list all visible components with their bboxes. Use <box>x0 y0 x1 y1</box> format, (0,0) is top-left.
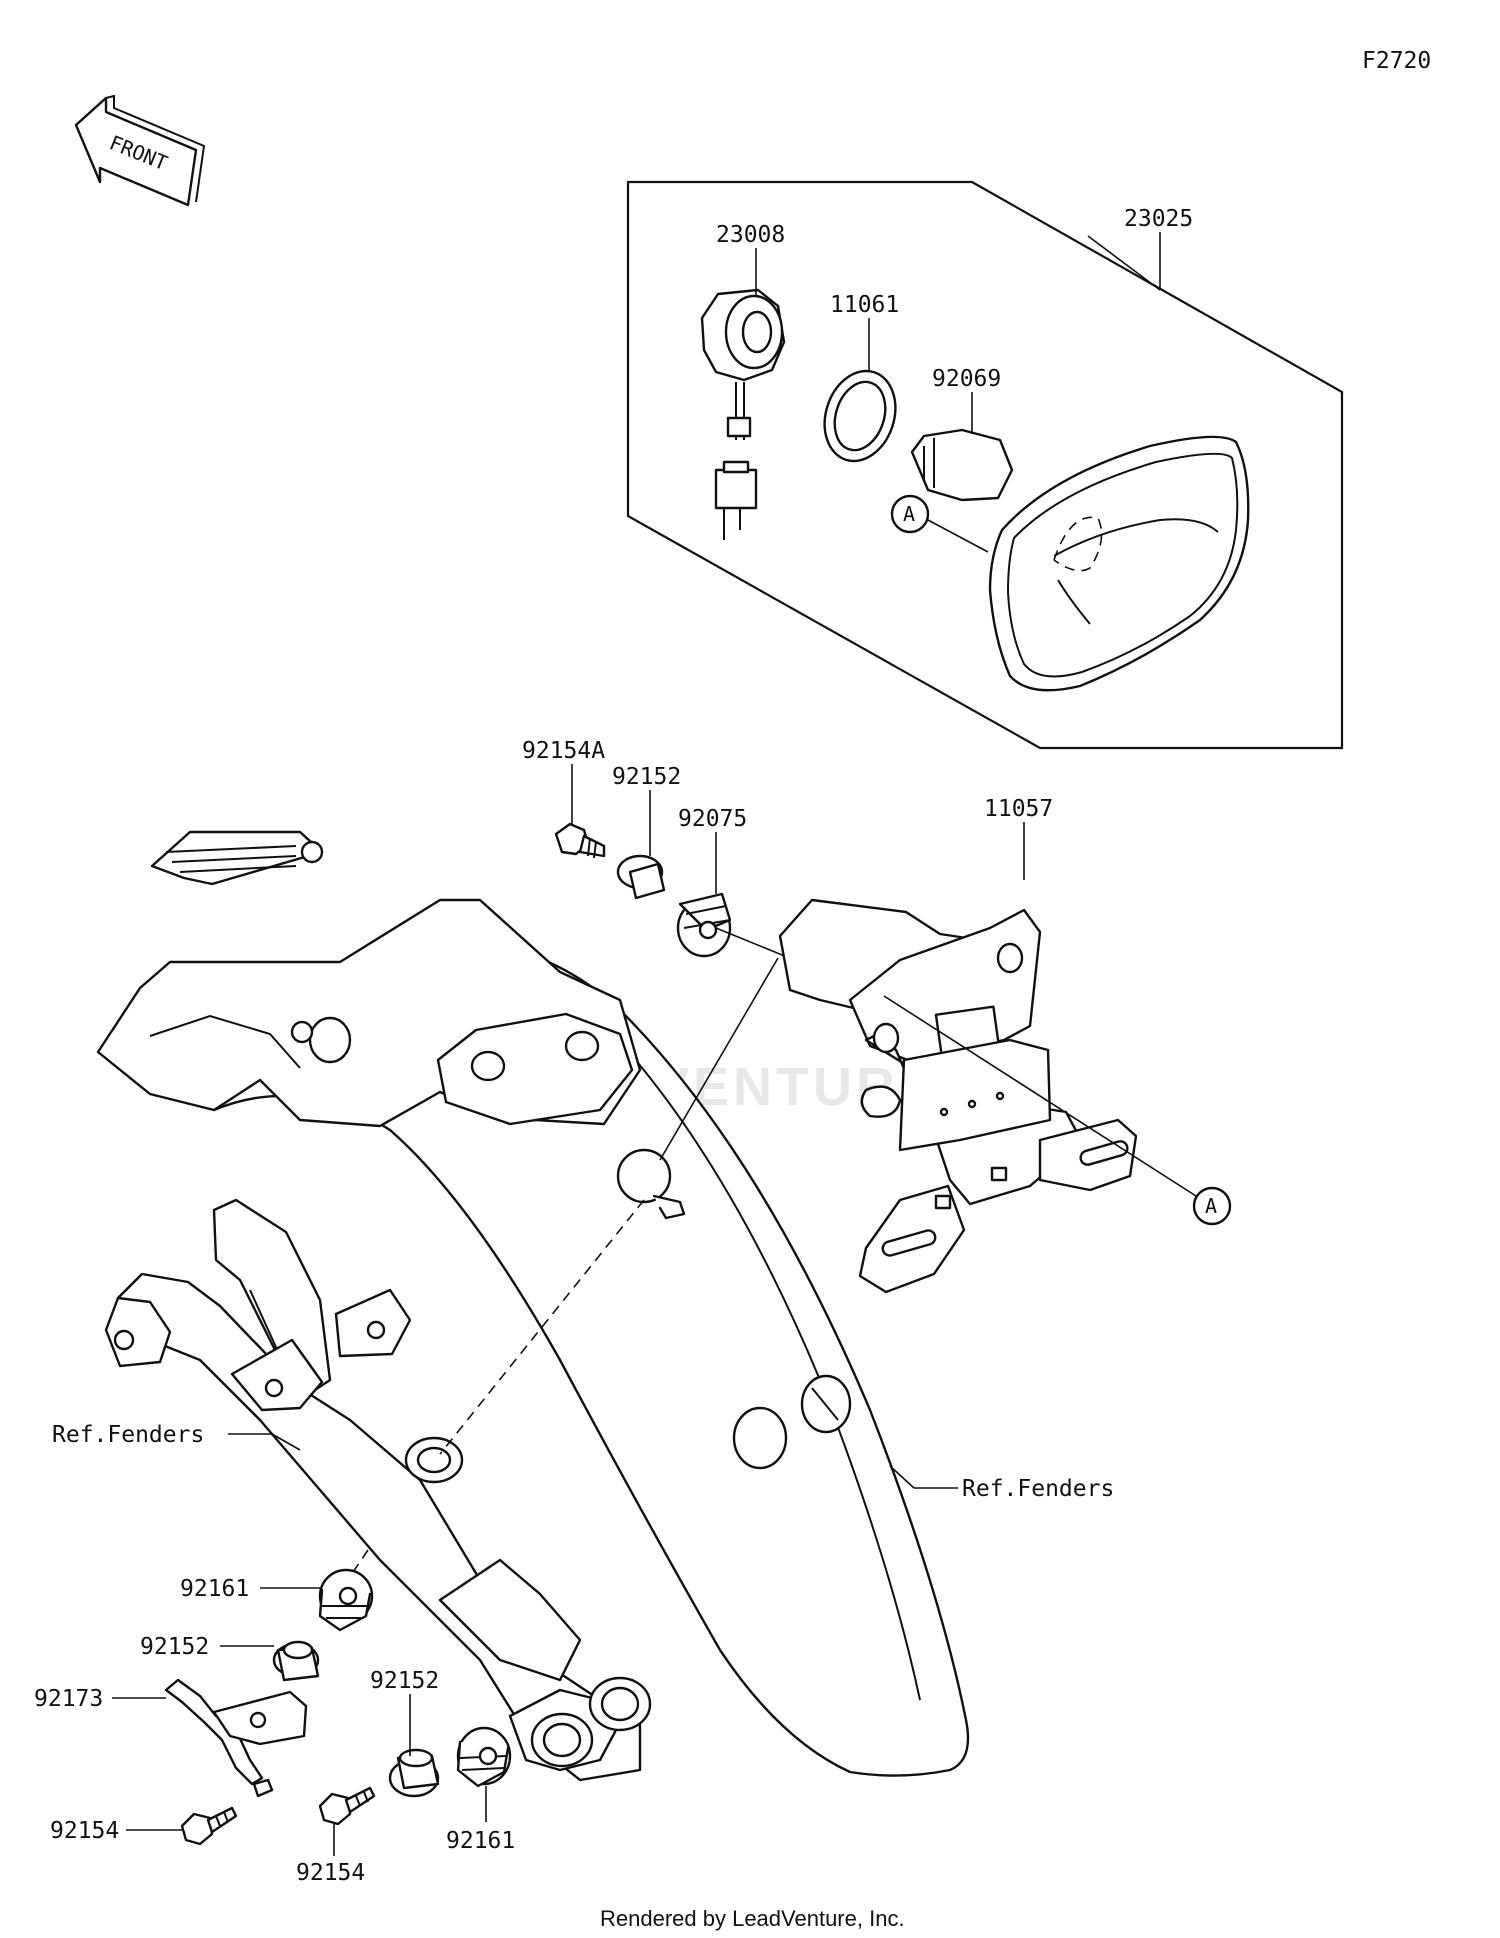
grommet-92161-left <box>318 1568 374 1632</box>
bolt-92154-bottom <box>318 1786 376 1826</box>
callout-a-top-label: A <box>903 502 915 526</box>
fender-strut <box>104 1198 652 1782</box>
label-92152-left: 92152 <box>140 1634 209 1660</box>
bulb-92069 <box>910 428 1014 502</box>
label-92075: 92075 <box>678 806 747 832</box>
front-arrow-icon: FRONT <box>74 94 206 207</box>
bolt-92154-left <box>180 1806 238 1846</box>
label-92173: 92173 <box>34 1686 103 1712</box>
collar-92152-bottom <box>388 1748 440 1798</box>
gasket-11061 <box>823 369 897 463</box>
label-92152-top: 92152 <box>612 764 681 790</box>
fender-cover <box>96 830 642 1128</box>
bolt-92154a <box>554 822 606 859</box>
callout-a-top: A <box>890 494 930 534</box>
label-11061: 11061 <box>830 292 899 318</box>
collar-92152-left <box>272 1640 320 1682</box>
clamp-92173 <box>164 1678 308 1798</box>
label-23008: 23008 <box>716 222 785 248</box>
label-23025: 23025 <box>1124 206 1193 232</box>
collar-92152-top <box>616 854 666 900</box>
label-92069: 92069 <box>932 366 1001 392</box>
label-92154a: 92154A <box>522 738 605 764</box>
diagram-code: F2720 <box>1362 48 1431 74</box>
grommet-92161-bottom <box>456 1726 512 1788</box>
label-92152-bottom: 92152 <box>370 1668 439 1694</box>
socket-23008 <box>700 288 786 540</box>
label-92161-left: 92161 <box>180 1576 249 1602</box>
assembly-line-1 <box>439 1199 645 1455</box>
label-11057: 11057 <box>984 796 1053 822</box>
callout-a-right-label: A <box>1205 1194 1217 1218</box>
label-92161-bottom: 92161 <box>446 1828 515 1854</box>
kit-box-23025 <box>626 180 1344 750</box>
label-92154-left: 92154 <box>50 1818 119 1844</box>
callout-a-right: A <box>1192 1186 1232 1226</box>
tail-lamp-lens <box>988 435 1250 692</box>
label-ref-fenders-right: Ref.Fenders <box>962 1476 1114 1502</box>
label-ref-fenders-left: Ref.Fenders <box>52 1422 204 1448</box>
footer-credit: Rendered by LeadVenture, Inc. <box>600 1906 905 1931</box>
grommet-92075 <box>676 892 732 958</box>
license-bracket-11057 <box>778 898 1138 1294</box>
fender-grommet <box>616 1148 686 1220</box>
label-92154-bottom: 92154 <box>296 1860 365 1886</box>
